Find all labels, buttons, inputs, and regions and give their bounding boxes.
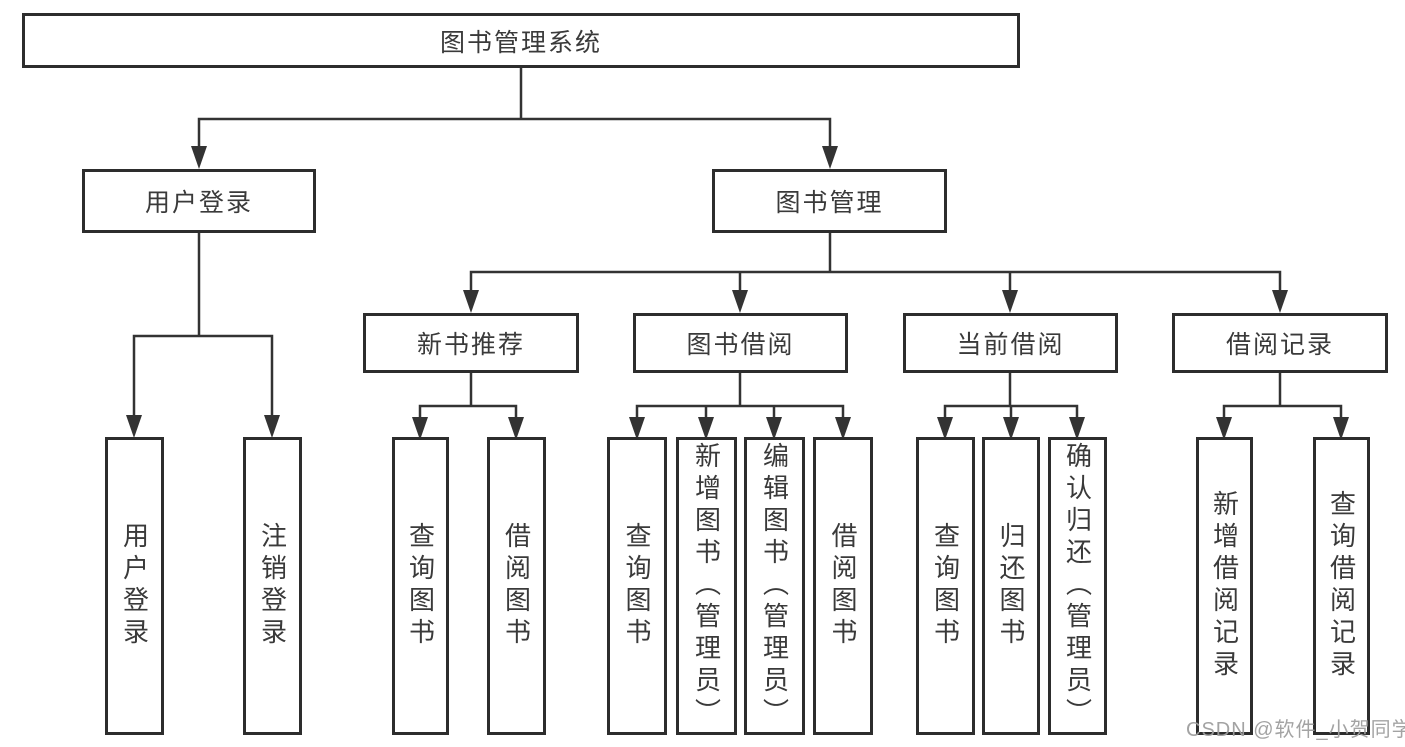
node-user-login-module: 用户登录: [82, 169, 316, 233]
leaf-add-borrow-record: 新增借阅记录: [1196, 437, 1253, 735]
node-new-book-recommendation: 新书推荐: [363, 313, 579, 373]
leaf-logout: 注销登录: [243, 437, 302, 735]
node-label: 图书借阅: [686, 331, 795, 359]
node-label: 借阅记录: [1225, 331, 1334, 359]
node-label: 查询图书: [622, 522, 652, 650]
leaf-query-books-recommend: 查询图书: [392, 437, 449, 735]
csdn-watermark: CSDN @软件_小贺同学: [1186, 719, 1405, 741]
node-label: 注销登录: [257, 522, 288, 650]
leaf-user-login: 用户登录: [105, 437, 164, 735]
leaf-add-book-admin: 新增图书（管理员）: [676, 437, 737, 735]
node-label: 用户登录: [144, 189, 253, 217]
node-label: 新增图书（管理员）: [691, 442, 722, 730]
node-label: 图书管理系统: [439, 28, 602, 57]
node-book-management-module: 图书管理: [712, 169, 947, 233]
leaf-query-borrow-record: 查询借阅记录: [1313, 437, 1370, 735]
leaf-return-books: 归还图书: [982, 437, 1040, 735]
node-label: 用户登录: [119, 522, 150, 650]
node-borrowing-records: 借阅记录: [1172, 313, 1388, 373]
arrowheads: [126, 146, 1349, 440]
leaf-edit-book-admin: 编辑图书（管理员）: [744, 437, 805, 735]
node-label: 查询借阅记录: [1326, 490, 1357, 682]
leaf-query-books-current: 查询图书: [916, 437, 975, 735]
node-label: 借阅图书: [828, 522, 858, 650]
tree-edges: [132, 66, 1343, 423]
node-label: 归还图书: [996, 522, 1026, 650]
node-label: 查询图书: [930, 522, 961, 650]
node-label: 新书推荐: [416, 331, 525, 359]
node-label: 图书管理: [775, 189, 884, 217]
node-book-borrowing: 图书借阅: [633, 313, 848, 373]
node-label: 新增借阅记录: [1209, 490, 1240, 682]
node-label: 查询图书: [405, 522, 436, 650]
leaf-borrow-books-borrowing: 借阅图书: [813, 437, 873, 735]
node-current-borrowing: 当前借阅: [903, 313, 1118, 373]
leaf-borrow-books-recommend: 借阅图书: [487, 437, 546, 735]
node-label: 借阅图书: [501, 522, 532, 650]
leaf-query-books-borrowing: 查询图书: [607, 437, 667, 735]
node-label: 确认归还（管理员）: [1062, 442, 1093, 730]
leaf-confirm-return-admin: 确认归还（管理员）: [1048, 437, 1107, 735]
node-label: 编辑图书（管理员）: [759, 442, 790, 730]
node-label: 当前借阅: [956, 331, 1065, 359]
node-library-management-system: 图书管理系统: [22, 13, 1020, 68]
